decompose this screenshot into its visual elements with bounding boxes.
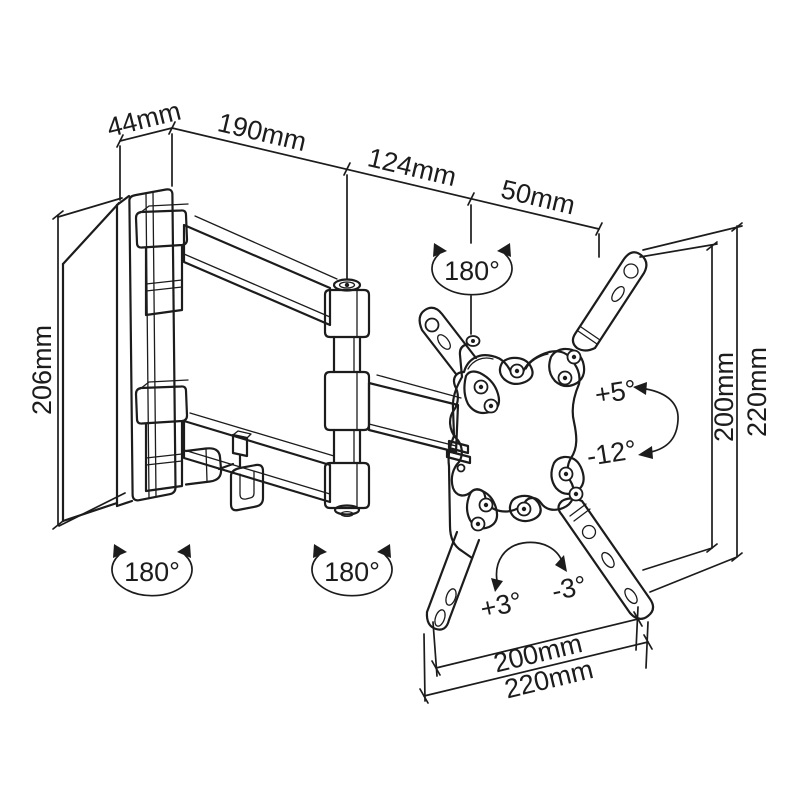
dim-label-206mm: 206mm (27, 325, 57, 415)
top-dimension-chain (116, 121, 603, 335)
vesa-dimension-frame (639, 222, 743, 593)
angle-label-level-left: +3° (478, 586, 525, 624)
dim-label-vesa-v-outer: 220mm (742, 347, 772, 437)
vesa-arm-top-right (571, 251, 648, 352)
upper-arm (182, 215, 338, 327)
angle-label-swivel-mid: 180° (324, 557, 380, 587)
vesa-arm-bottom-right (557, 497, 655, 620)
angle-labels: 180° 180° 180° +5° -12° +3° -3° (124, 256, 638, 624)
cable-clip (229, 430, 265, 512)
swivel-symbol-head (431, 243, 513, 296)
angle-label-swivel-head: 180° (444, 256, 500, 286)
dim-label-vesa-v-inner: 200mm (709, 352, 739, 442)
lower-arm (182, 412, 335, 504)
tilt-arc (633, 382, 679, 459)
dim-label-50mm: 50mm (498, 174, 578, 220)
level-arc (491, 541, 567, 592)
angle-label-level-right: -3° (549, 570, 589, 607)
vesa-pads (463, 347, 586, 532)
vesa-center-plate (449, 350, 581, 513)
dimension-labels: 44mm 190mm 124mm 50mm 206mm 200mm 220mm … (27, 96, 772, 705)
swivel-symbol-mid (311, 544, 393, 597)
pivot-column (323, 278, 371, 518)
wall-plate (115, 188, 177, 508)
head-arm (367, 374, 472, 465)
angle-label-tilt-down: -12° (585, 434, 639, 471)
bottom-dimensions (419, 606, 653, 704)
angle-label-tilt-up: +5° (593, 374, 639, 410)
vesa-arm-top-left (418, 306, 478, 376)
angle-label-swivel-wall: 180° (124, 557, 180, 587)
wall-hinge-upper (134, 203, 189, 317)
vesa-arm-bottom-left (425, 530, 481, 631)
left-dimension (52, 197, 126, 530)
swivel-symbol-wall (111, 544, 193, 597)
vesa-screws (470, 349, 584, 532)
